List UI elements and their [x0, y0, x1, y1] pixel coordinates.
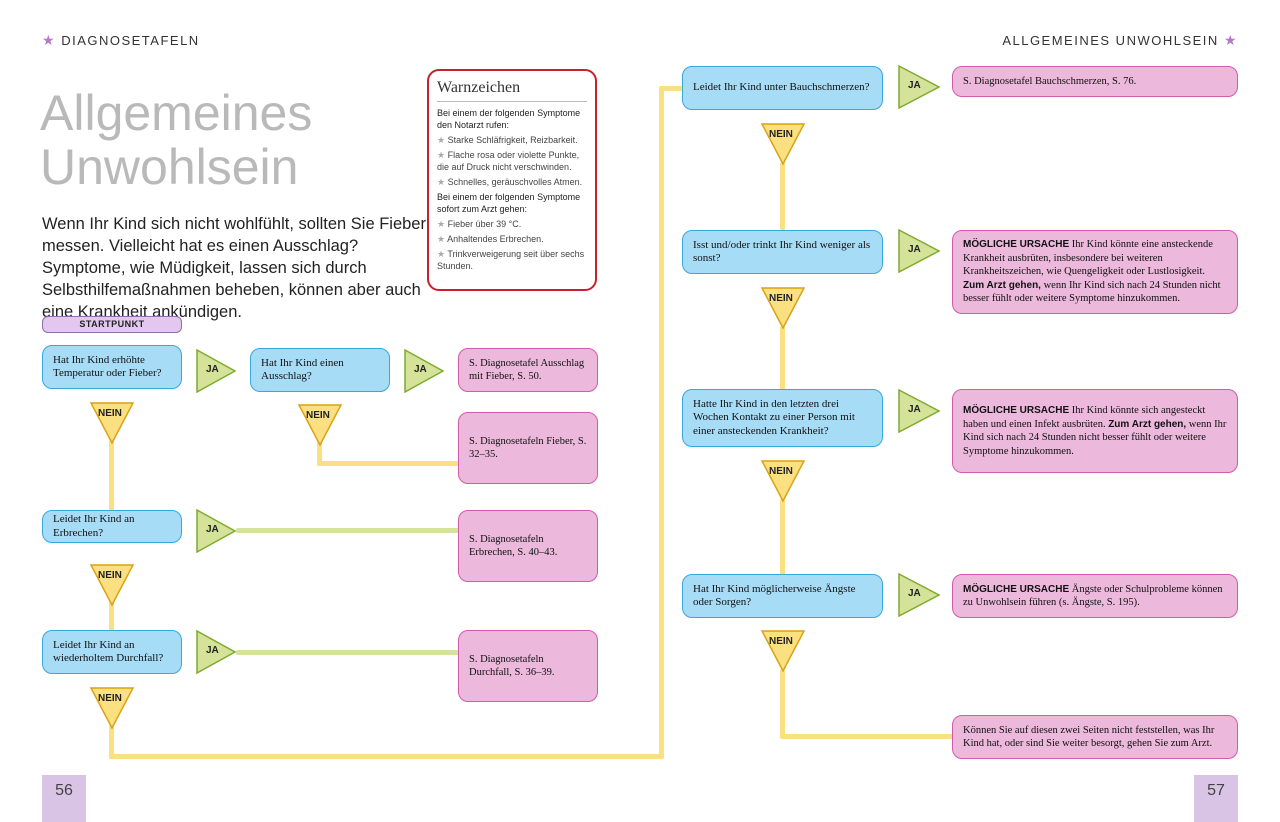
connector-no-q2-r2: [317, 440, 322, 466]
result-contagion: MÖGLICHE URSACHE Ihr Kind könnte sich an…: [952, 389, 1238, 473]
warning-item: ★ Anhaltendes Erbrechen.: [437, 234, 544, 244]
warning-item: ★ Schnelles, geräuschvolles Atmen.: [437, 177, 583, 187]
action-label: Zum Arzt gehen,: [1108, 418, 1187, 430]
running-header-right: ALLGEMEINES UNWOHLSEIN ★: [1002, 32, 1238, 49]
page-number-left: 56: [42, 775, 86, 822]
cause-label: MÖGLICHE URSACHE: [963, 239, 1070, 251]
connector-no-q3-q4: [109, 600, 114, 632]
connector-no-q2-r2-h: [317, 461, 460, 466]
star-icon: ★: [437, 150, 446, 160]
connector-no-q8-r9-h: [780, 734, 954, 739]
star-icon: ★: [437, 234, 446, 244]
cause-label: MÖGLICHE URSACHE: [963, 405, 1070, 416]
result-vomiting: S. Diagnosetafeln Erbrechen, S. 40–43.: [458, 510, 598, 582]
warning-item: ★ Starke Schläfrigkeit, Reizbarkeit.: [437, 135, 578, 145]
connector-no-q6-q7: [780, 326, 785, 390]
star-icon: ★: [42, 32, 57, 48]
yes-arrow: JA: [898, 64, 941, 110]
result-stomach-pain: S. Diagnosetafel Bauchschmerzen, S. 76.: [952, 66, 1238, 97]
connector-yes-q3-r3: [236, 528, 460, 533]
action-label: Zum Arzt gehen,: [963, 279, 1041, 291]
star-icon: ★: [437, 219, 446, 229]
warning-box: Warnzeichen Bei einem der folgenden Symp…: [427, 69, 597, 291]
question-stomach-pain: Leidet Ihr Kind unter Bauchschmerzen?: [682, 66, 883, 110]
yes-arrow: JA: [196, 629, 237, 675]
no-arrow: NEIN: [89, 564, 135, 607]
result-diarrhea: S. Diagnosetafeln Durchfall, S. 36–39.: [458, 630, 598, 702]
running-header-right-text: ALLGEMEINES UNWOHLSEIN: [1002, 33, 1219, 48]
no-arrow: NEIN: [760, 630, 806, 673]
star-icon: ★: [437, 177, 446, 187]
question-worries: Hat Ihr Kind möglicherweise Ängste oder …: [682, 574, 883, 618]
yes-arrow: JA: [196, 508, 237, 554]
star-icon: ★: [437, 135, 446, 145]
yes-arrow: JA: [404, 348, 445, 394]
no-arrow: NEIN: [89, 687, 135, 730]
connector-no-q7-q8: [780, 499, 785, 575]
page-number-right: 57: [1194, 775, 1238, 822]
intro-text: Wenn Ihr Kind sich nicht wohlfühlt, soll…: [42, 215, 426, 321]
connector-no-q4-q5-vertical: [659, 86, 664, 759]
no-arrow: NEIN: [297, 404, 343, 447]
cause-label: MÖGLICHE URSACHE: [963, 583, 1070, 595]
yes-arrow: JA: [898, 228, 941, 274]
connector-no-q5-q6: [780, 162, 785, 230]
page-title: Allgemeines Unwohlsein: [40, 86, 312, 194]
no-arrow: NEIN: [760, 460, 806, 503]
warning-item: ★ Fieber über 39 °C.: [437, 219, 522, 229]
page-title-line-1: Allgemeines: [40, 85, 313, 141]
result-infection: MÖGLICHE URSACHE Ihr Kind könnte eine an…: [952, 230, 1238, 314]
running-header-left-text: DIAGNOSETAFELN: [61, 33, 200, 48]
connector-no-q4-q5-top: [659, 86, 683, 91]
connector-no-q8-r9: [780, 669, 785, 739]
question-eating-less: Isst und/oder trinkt Ihr Kind weniger al…: [682, 230, 883, 274]
star-icon: ★: [1223, 32, 1238, 48]
connector-no-q1-q3: [109, 440, 114, 512]
yes-arrow: JA: [898, 388, 941, 434]
no-arrow: NEIN: [89, 402, 135, 445]
warning-intro-doctor: Bei einem der folgenden Symptome sofort …: [437, 192, 581, 214]
yes-arrow: JA: [196, 348, 237, 394]
star-icon: ★: [437, 249, 446, 259]
running-header-left: ★ DIAGNOSETAFELN: [42, 32, 200, 49]
question-rash: Hat Ihr Kind einen Ausschlag?: [250, 348, 390, 392]
connector-no-q4-q5: [109, 725, 114, 759]
warning-item: ★ Flache rosa oder violette Punkte, die …: [437, 150, 580, 172]
question-contact: Hatte Ihr Kind in den letzten drei Woche…: [682, 389, 883, 447]
question-vomiting: Leidet Ihr Kind an Erbrechen?: [42, 510, 182, 543]
question-diarrhea: Leidet Ihr Kind an wiederholtem Durchfal…: [42, 630, 182, 674]
result-rash-fever: S. Diagnosetafel Ausschlag mit Fieber, S…: [458, 348, 598, 392]
page-title-line-2: Unwohlsein: [40, 139, 299, 195]
start-label: STARTPUNKT: [42, 316, 182, 333]
no-arrow: NEIN: [760, 287, 806, 330]
result-see-doctor: Können Sie auf diesen zwei Seiten nicht …: [952, 715, 1238, 759]
question-fever: Hat Ihr Kind erhöhte Temperatur oder Fie…: [42, 345, 182, 389]
connector-yes-q4-r4: [236, 650, 460, 655]
no-arrow: NEIN: [760, 123, 806, 166]
connector-no-q4-q5-bottom: [109, 754, 664, 759]
warning-title: Warnzeichen: [437, 79, 587, 102]
yes-arrow: JA: [898, 572, 941, 618]
result-fever: S. Diagnosetafeln Fieber, S. 32–35.: [458, 412, 598, 484]
result-anxiety: MÖGLICHE URSACHE Ängste oder Schulproble…: [952, 574, 1238, 618]
warning-item: ★ Trinkverweigerung seit über sechs Stun…: [437, 249, 585, 271]
warning-intro-emergency: Bei einem der folgenden Symptome den Not…: [437, 108, 581, 130]
